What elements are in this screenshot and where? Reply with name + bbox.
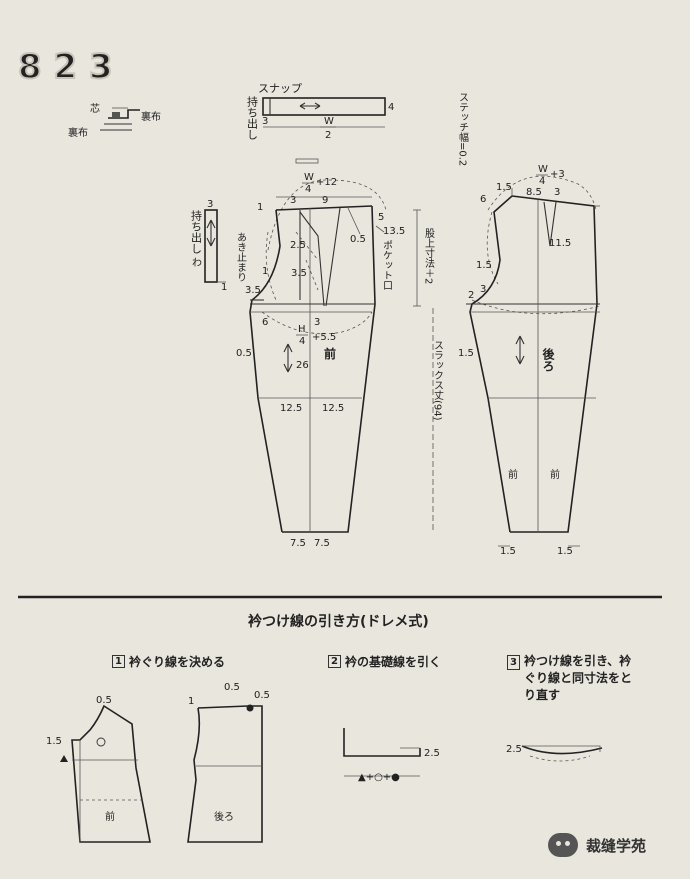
front-d-25: 2.5: [290, 240, 306, 251]
slacks-label: スラックス丈(94): [432, 340, 444, 421]
measure-lines: 股上寸法＋2 スラックス丈(94): [413, 209, 444, 532]
back-d-15a: 1.5: [496, 182, 512, 193]
step3-diagram: 2.5: [506, 744, 603, 762]
step2-number: 2: [328, 655, 341, 668]
snap-label: スナップ: [258, 82, 302, 95]
front-d-35a: 3.5: [291, 268, 307, 279]
back-hem-right: 1.5: [557, 546, 573, 557]
back-w: W: [538, 164, 548, 175]
wechat-icon: [548, 833, 578, 857]
step2-diagram: 2.5 ▲+○+●: [343, 728, 440, 783]
back-d-2: 2: [468, 290, 474, 301]
front-d-05a: 0.5: [350, 234, 366, 245]
step1-15: 1.5: [46, 736, 62, 747]
back-d-15c: 1.5: [458, 348, 474, 359]
strip-w: W: [324, 116, 334, 127]
front-akidomari: あき止まり: [235, 232, 247, 282]
front-hem-right: 7.5: [314, 538, 330, 549]
step1b-05a: 0.5: [224, 682, 240, 693]
front-h-plus: +5.5: [312, 332, 336, 343]
front-pocket: ポケット口: [381, 240, 393, 290]
fabric-legend: 芯 裏布 裏布: [68, 102, 161, 139]
mochidashi-3: 3: [207, 199, 213, 210]
back-hem-left: 1.5: [500, 546, 516, 557]
step2-text: 衿の基礎線を引く: [344, 655, 441, 669]
front-d-05b: 0.5: [236, 348, 252, 359]
strip-dim-right: 4: [388, 102, 394, 113]
step1b-05b: 0.5: [254, 690, 270, 701]
front-mochidashi-piece: 持ち出し 3 1 わ: [190, 199, 228, 293]
back-d-3b: 3: [480, 284, 486, 295]
step1-front-diagram: 0.5 1.5 前: [46, 695, 151, 843]
front-d-26: 26: [296, 360, 309, 371]
back-d-115: 11.5: [549, 238, 571, 249]
section-title: 衿つけ線の引き方(ドレメ式): [248, 614, 429, 630]
mata-label: 股上寸法＋2: [423, 228, 435, 285]
strip-dim-left: 3: [262, 116, 268, 127]
front-d-3a: 3: [290, 195, 296, 206]
back-w-div: 4: [539, 176, 545, 187]
step1-number: 1: [112, 655, 125, 668]
step3-25: 2.5: [506, 744, 522, 755]
step1-mae: 前: [105, 810, 115, 823]
step3-header: 3 衿つけ線を引き、衿ぐり線と同寸法をとり直す: [507, 653, 637, 704]
front-h-div: 4: [299, 336, 305, 347]
front-d-1: 1: [257, 202, 263, 213]
front-d-35b: 3.5: [245, 285, 261, 296]
mochidashi-1: 1: [221, 282, 227, 293]
step3-number: 3: [507, 655, 520, 670]
front-d-5: 5: [378, 212, 384, 223]
front-w-left: 12.5: [280, 403, 302, 414]
front-h: H: [298, 324, 306, 335]
stitch-width: ステッチ幅=0.2: [457, 92, 469, 166]
mochidashi-strip: スナップ 4 3 W 2 持ち出し: [246, 82, 395, 141]
strip-mochidashi: 持ち出し: [246, 95, 259, 140]
front-d-135: 13.5: [383, 226, 405, 237]
legend-urafu-2: 裏布: [68, 126, 88, 139]
step2-25: 2.5: [424, 748, 440, 759]
faint-page-number: 8 2 3: [18, 47, 113, 87]
step1-back-diagram: 1 0.5 0.5 後ろ: [187, 682, 270, 843]
front-w: W: [304, 172, 314, 183]
back-mae-right: 前: [550, 468, 560, 481]
front-w-plus: +12: [316, 177, 337, 188]
back-d-85: 8.5: [526, 187, 542, 198]
back-ushiro: 後ろ: [541, 347, 555, 372]
back-d-3: 3: [554, 187, 560, 198]
front-w-div: 4: [305, 184, 311, 195]
front-d-9: 9: [322, 195, 328, 206]
strip-denominator: 2: [325, 130, 331, 141]
step1b-ushiro: 後ろ: [214, 810, 234, 823]
step1-05: 0.5: [96, 695, 112, 706]
step1b-1: 1: [188, 696, 194, 707]
front-waku: わ: [192, 257, 202, 269]
legend-shin: 芯: [90, 102, 100, 115]
back-d-6: 6: [480, 194, 486, 205]
front-hem-left: 7.5: [290, 538, 306, 549]
back-pants-pattern: W 4 +3 1.5 8.5 3 6 11.5 1.5 2 3 1.5 後ろ 前…: [458, 164, 601, 557]
front-d-1b: 1: [262, 266, 268, 277]
step2-header: 2 衿の基礎線を引く: [328, 653, 441, 670]
front-mae: 前: [324, 346, 336, 361]
step3-text: 衿つけ線を引き、衿ぐり線と同寸法をとり直す: [523, 654, 632, 702]
front-d-6: 6: [262, 317, 268, 328]
strip-rect: [262, 97, 386, 116]
legend-urafu-1: 裏布: [141, 110, 161, 123]
step1-header: 1 衿ぐり線を決める: [112, 653, 225, 670]
step1-text: 衿ぐり線を決める: [128, 655, 225, 669]
watermark: 裁缝学苑: [548, 829, 678, 861]
front-w-right: 12.5: [322, 403, 344, 414]
front-mochidashi-v: 持ち出し: [190, 209, 203, 254]
back-w-plus: +3: [550, 169, 565, 180]
back-mae-left: 前: [508, 468, 518, 481]
front-d-3b: 3: [314, 317, 320, 328]
step2-formula: ▲+○+●: [358, 772, 400, 783]
back-d-15b: 1.5: [476, 260, 492, 271]
watermark-text: 裁缝学苑: [586, 836, 647, 855]
front-pants-pattern: W 4 +12 1 3 9 5 2.5 0.5 13.5 1 3.5 3.5 6…: [235, 158, 405, 549]
